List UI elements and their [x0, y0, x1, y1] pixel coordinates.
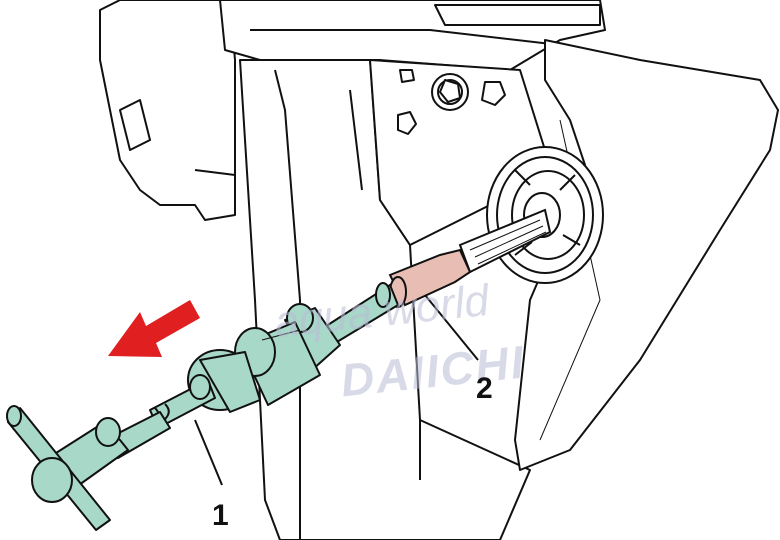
callout-label-2: 2	[476, 372, 493, 405]
pull-direction-arrow	[108, 300, 200, 357]
bearing-sleeve-part-2	[388, 248, 472, 308]
bearing-puller-tool-part-1	[6, 282, 399, 531]
propeller-shaft	[458, 208, 552, 274]
callout-label-1: 1	[212, 499, 229, 532]
leader-lines	[194, 294, 479, 486]
